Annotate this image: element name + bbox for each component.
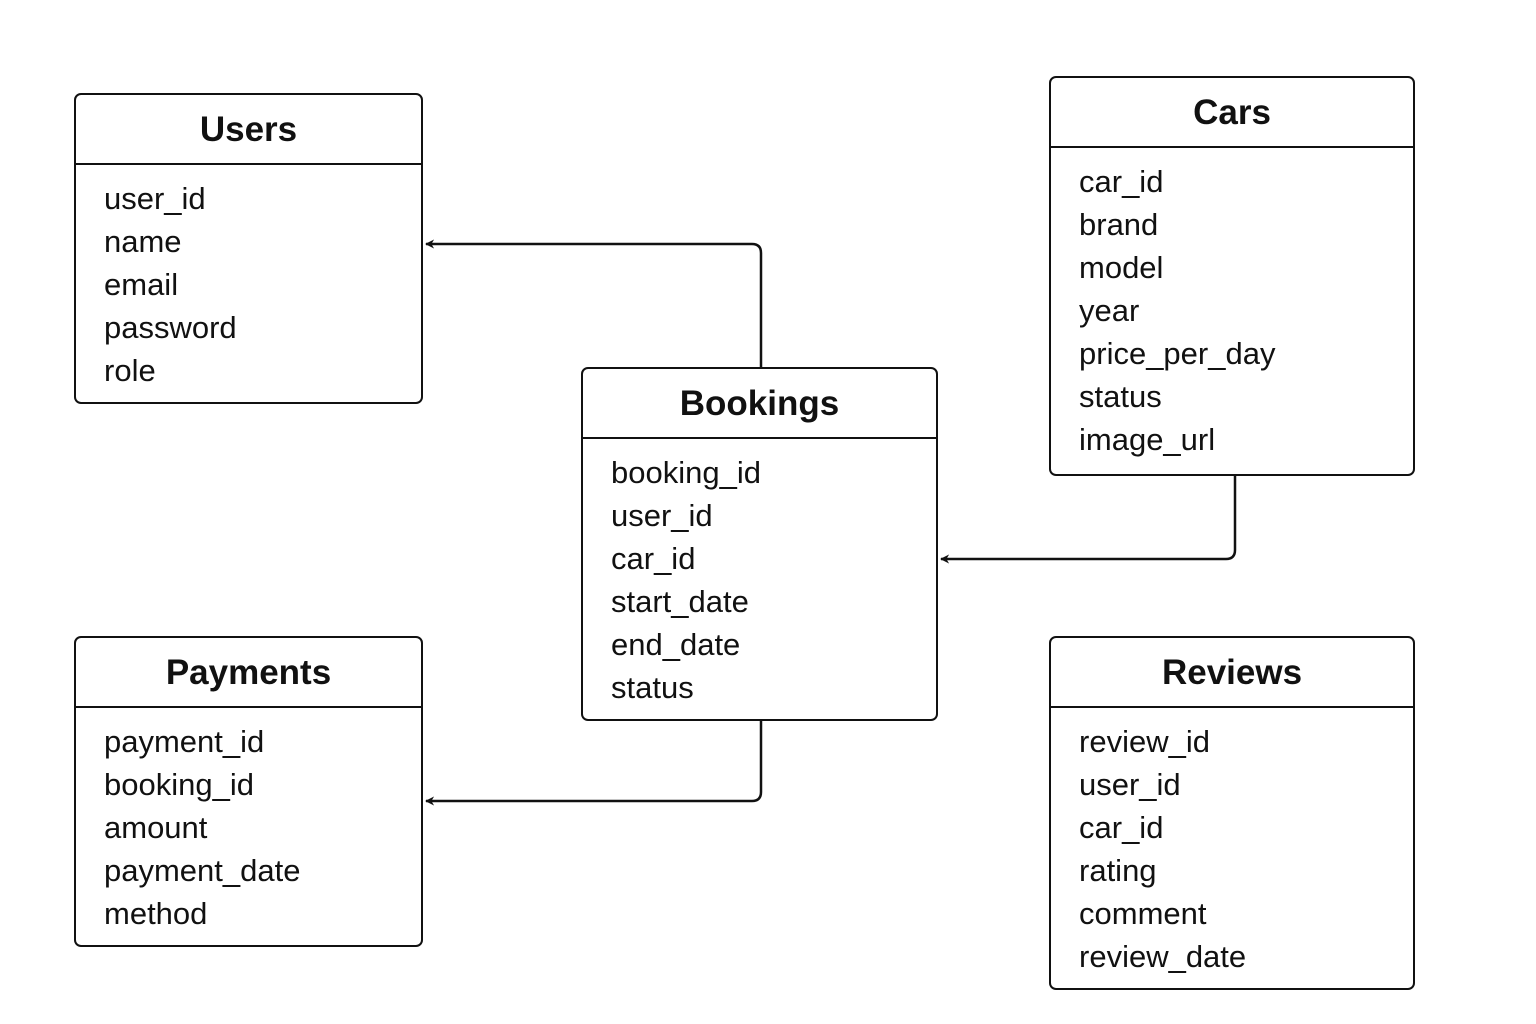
users-attribute: password xyxy=(104,310,237,345)
cars-attribute: brand xyxy=(1079,207,1159,242)
connector-bookings-to-users xyxy=(425,239,763,367)
cars-entity[interactable]: Cars car_id brand model year price_per_d… xyxy=(1049,76,1415,476)
cars-attribute: model xyxy=(1079,250,1164,285)
payments-entity-title: Payments xyxy=(76,638,421,708)
reviews-attribute: car_id xyxy=(1079,810,1164,845)
users-entity[interactable]: Users user_id name email password role xyxy=(74,93,423,404)
bookings-attribute: booking_id xyxy=(611,455,761,490)
payments-attribute: payment_date xyxy=(104,853,301,888)
cars-attribute-list: car_id brand model year price_per_day st… xyxy=(1051,148,1413,461)
users-attribute: role xyxy=(104,353,156,388)
users-attribute: email xyxy=(104,267,179,302)
users-attribute: name xyxy=(104,224,182,259)
reviews-entity-title: Reviews xyxy=(1051,638,1413,708)
bookings-attribute: end_date xyxy=(611,627,741,662)
payments-attribute: method xyxy=(104,896,208,931)
reviews-attribute: review_date xyxy=(1079,939,1247,974)
bookings-attribute-list: booking_id user_id car_id start_date end… xyxy=(583,439,936,709)
cars-entity-title: Cars xyxy=(1051,78,1413,148)
reviews-entity[interactable]: Reviews review_id user_id car_id rating … xyxy=(1049,636,1415,990)
cars-attribute: price_per_day xyxy=(1079,336,1276,371)
users-attribute: user_id xyxy=(104,181,206,216)
bookings-attribute: user_id xyxy=(611,498,713,533)
reviews-attribute: review_id xyxy=(1079,724,1210,759)
connector-bookings-to-payments xyxy=(425,721,763,806)
cars-attribute: car_id xyxy=(1079,164,1164,199)
payments-entity[interactable]: Payments payment_id booking_id amount pa… xyxy=(74,636,423,947)
reviews-attribute: comment xyxy=(1079,896,1207,931)
reviews-attribute: user_id xyxy=(1079,767,1181,802)
bookings-attribute: car_id xyxy=(611,541,696,576)
cars-attribute: year xyxy=(1079,293,1140,328)
users-attribute-list: user_id name email password role xyxy=(76,165,421,392)
connector-cars-to-bookings xyxy=(940,476,1237,564)
payments-attribute: amount xyxy=(104,810,208,845)
bookings-entity[interactable]: Bookings booking_id user_id car_id start… xyxy=(581,367,938,721)
bookings-attribute: start_date xyxy=(611,584,749,619)
payments-attribute: booking_id xyxy=(104,767,254,802)
cars-attribute: image_url xyxy=(1079,422,1216,457)
bookings-entity-title: Bookings xyxy=(583,369,936,439)
reviews-attribute-list: review_id user_id car_id rating comment … xyxy=(1051,708,1413,978)
users-entity-title: Users xyxy=(76,95,421,165)
bookings-attribute: status xyxy=(611,670,694,705)
cars-attribute: status xyxy=(1079,379,1162,414)
payments-attribute: payment_id xyxy=(104,724,265,759)
payments-attribute-list: payment_id booking_id amount payment_dat… xyxy=(76,708,421,935)
reviews-attribute: rating xyxy=(1079,853,1157,888)
